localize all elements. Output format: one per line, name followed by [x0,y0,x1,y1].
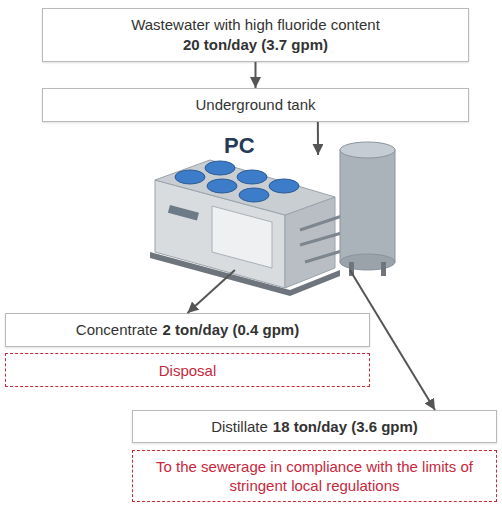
tank-leg [349,262,354,276]
control-panel [212,206,272,268]
output-box: Distillate18 ton/day (3.6 gpm) [132,410,497,443]
tank-top [340,142,395,158]
brand-plate [168,205,199,220]
piping [300,215,345,262]
box-label: Concentrate [76,320,158,340]
cooling-fan [175,170,205,184]
flow-arrow [188,270,235,313]
process-tank [340,150,395,262]
evaporator-unit-node: PC [150,155,405,270]
tank-leg [381,262,386,276]
destination-box: Disposal [5,353,370,387]
flow-arrow [317,122,319,155]
source-box: Wastewater with high fluoride content20 … [42,8,469,62]
note-text: Disposal [159,361,217,380]
cooling-fan [239,188,269,202]
box-label: Wastewater with high fluoride content [131,15,380,35]
flow-rate: 18 ton/day (3.6 gpm) [273,417,418,437]
flow-rate: 20 ton/day (3.7 gpm) [183,35,328,55]
unit-label: PC [224,133,255,159]
note-text: To the sewerage in compliance with the l… [143,457,486,495]
cooling-fan [207,179,237,193]
process-box: Underground tank [42,88,469,122]
flow-arrow [255,62,257,88]
destination-box: To the sewerage in compliance with the l… [132,450,497,502]
flow-rate: 2 ton/day (0.4 gpm) [163,320,300,340]
box-label: Underground tank [195,95,315,115]
top-face [155,160,335,215]
output-box: Concentrate2 ton/day (0.4 gpm) [5,313,370,347]
tank-bottom [340,254,395,270]
flow-arrow [350,270,435,410]
cooling-fan [237,170,267,184]
cooling-fan [205,161,235,175]
evaporator-unit [150,142,395,296]
cooling-fan [269,179,299,193]
box-label: Distillate [211,417,268,437]
